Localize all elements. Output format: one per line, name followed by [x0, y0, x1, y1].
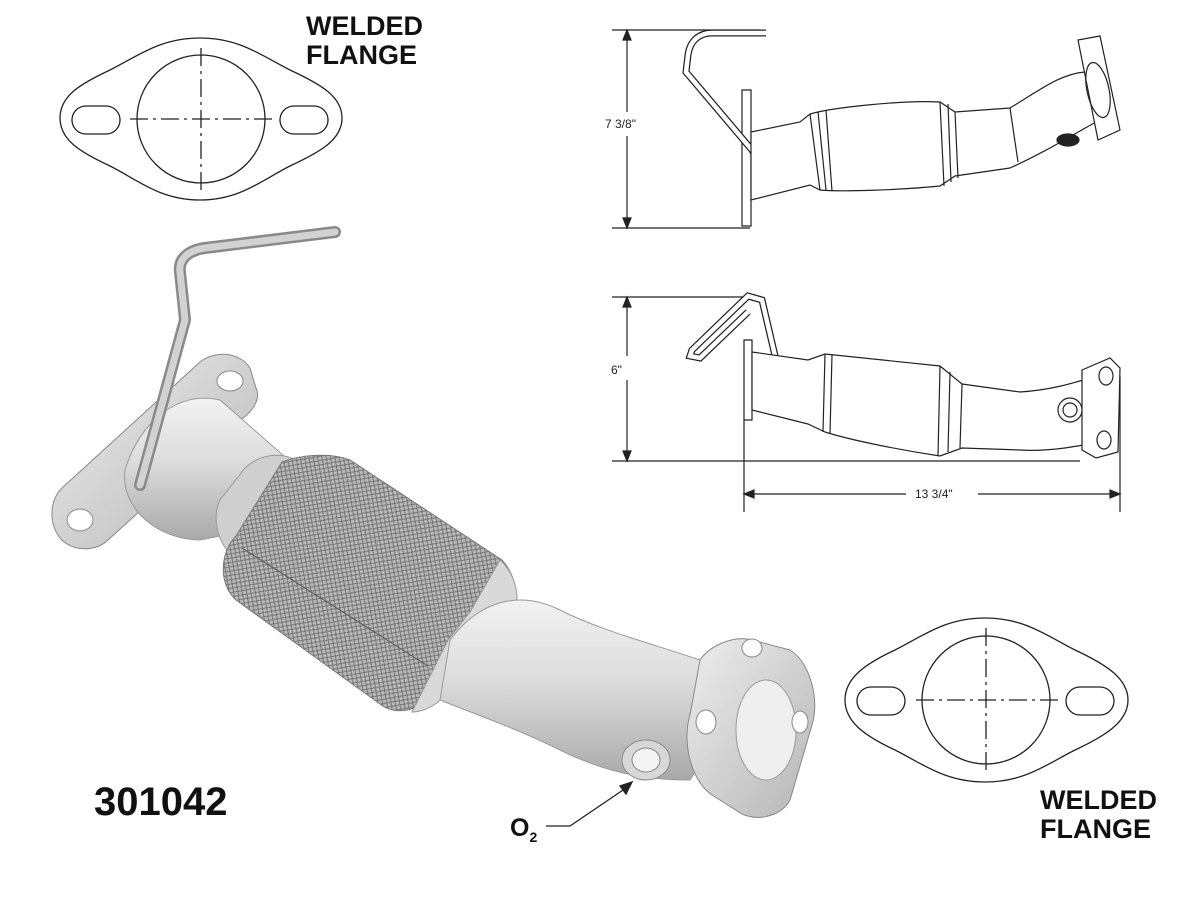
bottom-label-line2: FLANGE — [1040, 814, 1151, 845]
side-view-drawing — [612, 296, 1120, 512]
top-label-line1: WELDED — [306, 11, 423, 41]
main-pipe-render — [52, 232, 815, 817]
overall-length-dimension: 13 3/4" — [912, 487, 956, 501]
bottom-label-line1: WELDED — [1040, 785, 1157, 815]
top-label-line2: FLANGE — [306, 40, 417, 71]
bottom-flange-outline — [845, 618, 1128, 782]
part-number: 301042 — [94, 780, 228, 824]
bottom-welded-flange-label: WELDED FLANGE — [1040, 785, 1157, 845]
o2-sensor-label: O2 — [510, 814, 537, 845]
top-view-height-dimension: 7 3/8" — [605, 117, 636, 131]
o2-subscript: 2 — [529, 829, 538, 845]
top-welded-flange-label: WELDED FLANGE — [306, 11, 423, 71]
side-view-height-dimension: 6" — [611, 363, 622, 377]
top-flange-outline — [60, 38, 342, 200]
top-view-drawing — [612, 30, 1120, 228]
o2-main: O — [510, 814, 530, 842]
o2-callout-arrow — [546, 782, 632, 826]
